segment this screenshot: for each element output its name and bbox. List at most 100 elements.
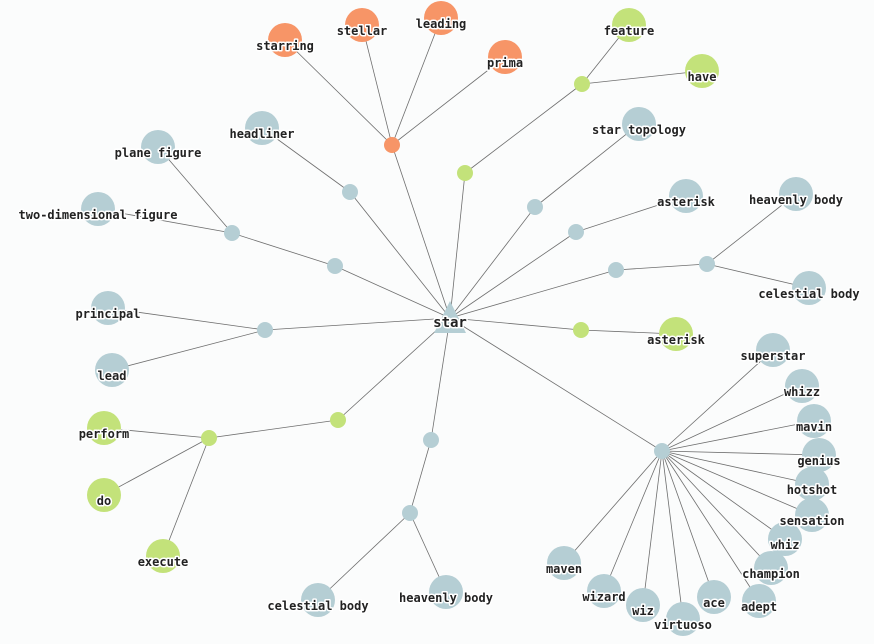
word-label-plane-figure[interactable]: plane figure	[113, 145, 203, 162]
word-label-execute[interactable]: execute	[136, 554, 190, 571]
hub-node[interactable]	[699, 256, 715, 272]
word-label-star-topology[interactable]: star topology	[591, 122, 688, 139]
hub-node[interactable]	[342, 184, 358, 200]
hub-node[interactable]	[568, 224, 584, 240]
word-node-mavin[interactable]	[797, 404, 831, 438]
word-node-headliner[interactable]	[245, 111, 279, 145]
word-node-star-topology[interactable]	[622, 107, 656, 141]
word-node-celestial-body[interactable]	[301, 583, 335, 617]
word-node-whiz[interactable]	[768, 522, 802, 556]
word-node-champion[interactable]	[754, 551, 788, 585]
word-label-lead[interactable]: lead	[96, 368, 128, 385]
word-label-two-dimensional-figure[interactable]: two-dimensional figure	[17, 207, 179, 224]
word-label-wiz[interactable]: wiz	[631, 603, 656, 620]
hub-node[interactable]	[423, 432, 439, 448]
word-label-principal[interactable]: principal	[74, 306, 142, 323]
hub-node[interactable]	[527, 199, 543, 215]
hub-node[interactable]	[384, 137, 400, 153]
word-node-stellar[interactable]	[345, 8, 379, 42]
edge-hub-leaf	[661, 420, 815, 452]
word-label-starring[interactable]: starring	[255, 38, 316, 55]
edge-center-mid	[449, 269, 617, 319]
word-label-asterisk[interactable]: asterisk	[646, 332, 708, 349]
word-node-feature[interactable]	[612, 8, 646, 42]
hub-node[interactable]	[457, 165, 473, 181]
hub-node[interactable]	[402, 505, 418, 521]
word-label-celestial-body[interactable]: celestial body	[757, 286, 861, 303]
word-label-champion[interactable]: champion	[741, 566, 802, 583]
word-label-heavenly-body[interactable]: heavenly body	[748, 192, 845, 209]
word-label-hotshot[interactable]: hotshot	[785, 482, 839, 499]
word-node-hotshot[interactable]	[795, 467, 829, 501]
hub-node[interactable]	[201, 430, 217, 446]
word-label-whizz[interactable]: whizz	[782, 384, 821, 401]
edge-mid-hub	[231, 232, 336, 267]
word-node-wiz[interactable]	[626, 588, 660, 622]
edge-hub-leaf	[661, 450, 813, 516]
hub-node[interactable]	[574, 76, 590, 92]
word-label-have[interactable]: have	[686, 69, 718, 86]
word-node-two-dimensional-figure[interactable]	[81, 192, 115, 226]
word-node-genius[interactable]	[802, 438, 836, 472]
word-node-have[interactable]	[685, 54, 719, 88]
word-node-execute[interactable]	[146, 539, 180, 573]
hub-node[interactable]	[654, 443, 670, 459]
word-label-wizard[interactable]: wizard	[581, 589, 627, 606]
hub-node[interactable]	[330, 412, 346, 428]
word-node-virtuoso[interactable]	[666, 602, 700, 636]
word-node-lead[interactable]	[95, 353, 129, 387]
hub-node[interactable]	[224, 225, 240, 241]
word-label-leading[interactable]: leading	[414, 16, 468, 33]
center-label[interactable]: star	[432, 314, 469, 333]
word-node-adept[interactable]	[742, 584, 776, 618]
word-label-do[interactable]: do	[95, 493, 112, 510]
edge-hub-leaf	[97, 208, 233, 234]
hub-node[interactable]	[573, 322, 589, 338]
word-node-celestial-body[interactable]	[792, 271, 826, 305]
word-label-celestial-body[interactable]: celestial body	[266, 598, 370, 615]
word-label-virtuoso[interactable]: virtuoso	[653, 617, 714, 634]
word-label-ace[interactable]: ace	[702, 595, 727, 612]
word-node-heavenly-body[interactable]	[779, 177, 813, 211]
word-node-starring[interactable]	[268, 23, 302, 57]
center-node[interactable]	[434, 301, 466, 333]
word-label-mavin[interactable]: mavin	[794, 419, 833, 436]
word-label-prima[interactable]: prima	[485, 55, 524, 72]
word-label-whiz[interactable]: whiz	[769, 537, 801, 554]
hub-node[interactable]	[257, 322, 273, 338]
word-label-adept[interactable]: adept	[739, 599, 778, 616]
word-node-asterisk[interactable]	[669, 179, 703, 213]
word-node-wizard[interactable]	[587, 574, 621, 608]
word-node-maven[interactable]	[547, 546, 581, 580]
edge-hub-leaf	[603, 450, 663, 592]
word-node-ace[interactable]	[697, 580, 731, 614]
word-label-stellar[interactable]: stellar	[335, 23, 389, 40]
word-label-perform[interactable]: perform	[77, 426, 131, 443]
word-node-prima[interactable]	[488, 40, 522, 74]
word-node-leading[interactable]	[424, 1, 458, 35]
word-label-headliner[interactable]: headliner	[228, 126, 296, 143]
word-label-maven[interactable]: maven	[544, 561, 583, 578]
word-label-superstar[interactable]: superstar	[739, 348, 807, 365]
edge-hub-leaf	[103, 427, 210, 439]
hub-node[interactable]	[608, 262, 624, 278]
word-node-heavenly-body[interactable]	[429, 575, 463, 609]
word-label-heavenly-body[interactable]: heavenly body	[398, 590, 495, 607]
word-node-plane-figure[interactable]	[141, 130, 175, 164]
edge-center-mid	[337, 317, 451, 421]
word-label-sensation[interactable]: sensation	[778, 513, 846, 530]
word-node-do[interactable]	[87, 478, 121, 512]
word-node-asterisk[interactable]	[659, 317, 693, 351]
word-node-superstar[interactable]	[756, 333, 790, 367]
word-node-sensation[interactable]	[795, 498, 829, 532]
word-label-genius[interactable]: genius	[796, 453, 842, 470]
hub-node[interactable]	[327, 258, 343, 274]
word-node-perform[interactable]	[87, 411, 121, 445]
word-node-whizz[interactable]	[785, 369, 819, 403]
word-node-principal[interactable]	[91, 291, 125, 325]
edge-hub-leaf	[534, 123, 640, 208]
word-label-asterisk[interactable]: asterisk	[656, 194, 718, 211]
edge-hub-leaf	[284, 39, 393, 146]
word-label-feature[interactable]: feature	[602, 23, 656, 40]
